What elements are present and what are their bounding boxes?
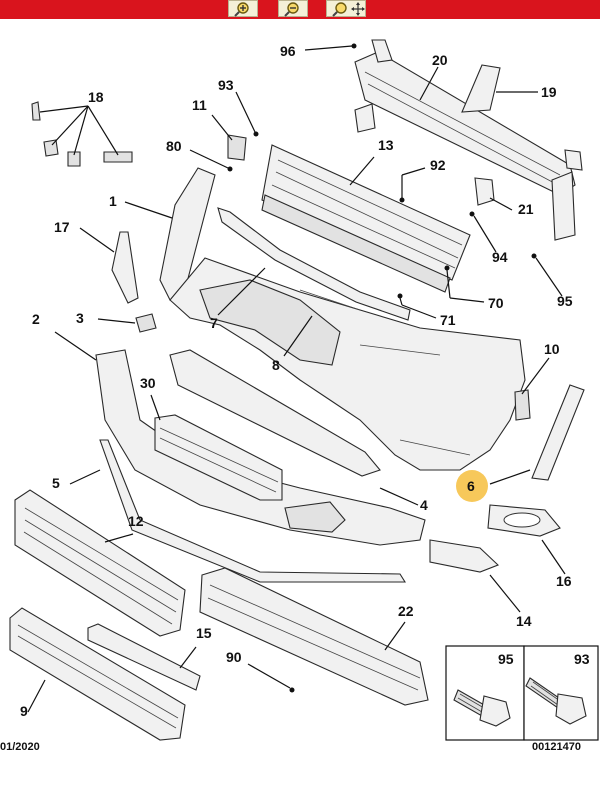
zoom-pan-icon xyxy=(332,2,365,17)
callout-8[interactable]: 8 xyxy=(272,357,280,373)
part-19-bracket xyxy=(461,64,501,113)
callout-96[interactable]: 96 xyxy=(280,43,296,59)
part-6-side-trim xyxy=(531,384,585,481)
fastener-detail-box: 95 93 xyxy=(445,645,599,741)
part-3-clip xyxy=(135,313,157,333)
callout-80[interactable]: 80 xyxy=(166,138,182,154)
part-10-clip xyxy=(514,389,531,421)
callout-5[interactable]: 5 xyxy=(52,475,60,491)
part-16-fog-bezel xyxy=(487,504,561,537)
callout-labels: 96 20 19 93 18 11 80 13 92 1 21 17 94 70… xyxy=(20,43,573,719)
zoom-pan-button[interactable] xyxy=(326,0,366,17)
callout-14[interactable]: 14 xyxy=(516,613,532,629)
part-15-trim-strip xyxy=(87,623,201,691)
callout-10[interactable]: 10 xyxy=(544,341,560,357)
highlight-marker xyxy=(456,470,488,502)
callout-90[interactable]: 90 xyxy=(226,649,242,665)
callout-21[interactable]: 21 xyxy=(518,201,534,217)
callout-22[interactable]: 22 xyxy=(398,603,414,619)
callout-16[interactable]: 16 xyxy=(556,573,572,589)
callout-12[interactable]: 12 xyxy=(128,513,144,529)
part-30-absorber xyxy=(154,414,283,501)
part-9-grille-insert xyxy=(9,607,186,741)
zoom-out-icon xyxy=(284,2,299,17)
callout-93[interactable]: 93 xyxy=(218,77,234,93)
zoom-in-icon xyxy=(234,2,249,17)
part-22-skid-plate xyxy=(199,567,429,706)
callout-92[interactable]: 92 xyxy=(430,157,446,173)
leader-lines xyxy=(27,43,566,713)
callout-19[interactable]: 19 xyxy=(541,84,557,100)
zoom-out-button[interactable] xyxy=(278,0,308,17)
zoom-in-button[interactable] xyxy=(228,0,258,17)
callout-2[interactable]: 2 xyxy=(32,311,40,327)
bolt-93-icon xyxy=(525,677,587,725)
callout-71[interactable]: 71 xyxy=(440,312,456,328)
part-17-surround xyxy=(111,231,139,304)
part-4-lower-absorber xyxy=(169,349,381,477)
callout-70[interactable]: 70 xyxy=(488,295,504,311)
callout-1[interactable]: 1 xyxy=(109,193,117,209)
callout-95[interactable]: 95 xyxy=(557,293,573,309)
callout-4[interactable]: 4 xyxy=(420,497,428,513)
callout-7[interactable]: 7 xyxy=(210,315,218,331)
callout-6[interactable]: 6 xyxy=(467,478,475,494)
part-20-reinforcement-beam xyxy=(354,39,583,241)
part-12-lower-grille xyxy=(14,489,186,637)
exploded-parts-diagram: 96 20 19 93 18 11 80 13 92 1 21 17 94 70… xyxy=(0,39,599,753)
footer-reference: 00121470 xyxy=(532,741,581,753)
callout-94[interactable]: 94 xyxy=(492,249,508,265)
callout-30[interactable]: 30 xyxy=(140,375,156,391)
callout-11[interactable]: 11 xyxy=(192,97,207,113)
part-14-fog-cover xyxy=(429,539,500,573)
part-1-bumper-cover xyxy=(159,167,526,471)
callout-17[interactable]: 17 xyxy=(54,219,70,235)
callout-15[interactable]: 15 xyxy=(196,625,212,641)
part-21-bracket xyxy=(474,177,495,206)
callout-13[interactable]: 13 xyxy=(378,137,394,153)
part-18-clips xyxy=(31,101,133,167)
callout-20[interactable]: 20 xyxy=(432,52,448,68)
callout-18[interactable]: 18 xyxy=(88,89,104,105)
footer-date: 01/2020 xyxy=(0,741,40,753)
callout-3[interactable]: 3 xyxy=(76,310,84,326)
part-5-lower-strip xyxy=(99,439,406,583)
fastener-label-95: 95 xyxy=(498,651,514,667)
part-7-upper-strip xyxy=(217,207,411,321)
part-11-bracket xyxy=(227,134,247,161)
bolt-95-icon xyxy=(453,689,511,727)
fastener-label-93: 93 xyxy=(574,651,590,667)
callout-9[interactable]: 9 xyxy=(20,703,28,719)
part-13-upper-grille xyxy=(261,144,471,293)
